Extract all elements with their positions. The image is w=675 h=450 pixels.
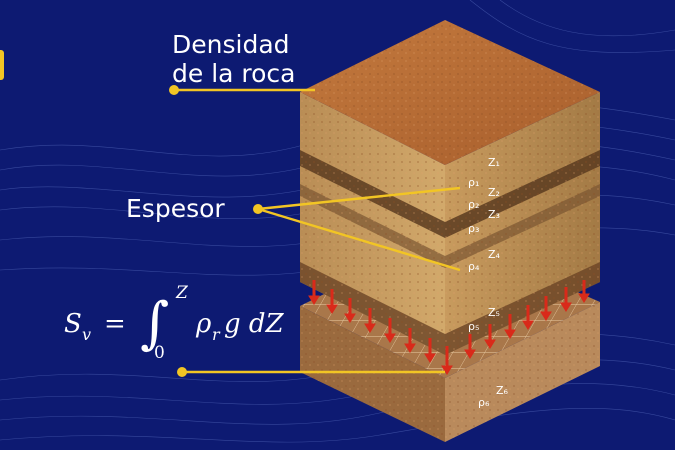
callout-dots <box>169 85 263 377</box>
layer-2-z: Z₂ <box>488 186 500 199</box>
integral-callout-dot <box>177 367 187 377</box>
formula-upper-limit: Z <box>175 283 189 303</box>
layer-3-rho: ρ₃ <box>468 222 479 235</box>
side-tab <box>0 50 4 80</box>
pressure-arrow <box>326 289 338 314</box>
layer-1-z: Z₁ <box>488 156 500 169</box>
layer-2-rho: ρ₂ <box>468 198 479 211</box>
layer-6-rho: ρ₆ <box>478 396 490 409</box>
pressure-arrow <box>484 324 496 349</box>
upper-rock-block <box>300 20 600 355</box>
pressure-arrow <box>424 338 436 363</box>
thickness-label: Espesor <box>126 194 225 223</box>
layer-4-rho: ρ₄ <box>468 260 480 273</box>
layer-labels: ρ₁ Z₁ ρ₂ Z₂ ρ₃ Z₃ ρ₄ Z₄ ρ₅ Z₅ ρ₆ Z₆ <box>468 156 509 409</box>
pressure-arrow <box>344 298 356 323</box>
density-label: Densidad de la roca <box>172 30 296 88</box>
thickness-callout-dot <box>253 204 263 214</box>
pressure-arrow <box>540 296 552 321</box>
callout-lines <box>174 88 461 374</box>
thickness-callout-line-1 <box>257 186 461 211</box>
formula-integrand-sub: r <box>212 325 221 344</box>
formula-integral-sign: ∫ <box>140 291 169 356</box>
layer-5-z: Z₅ <box>488 306 500 319</box>
layer-6-z: Z₆ <box>496 384 509 397</box>
thickness-callout-line-2 <box>257 207 461 272</box>
formula: S v = ∫ Z 0 ρ r g dZ <box>64 283 285 363</box>
pressure-arrow <box>522 305 534 330</box>
pressure-arrow <box>384 318 396 343</box>
pressure-arrow <box>441 346 453 375</box>
layer-5-rho: ρ₅ <box>468 320 479 333</box>
pressure-arrow <box>464 334 476 359</box>
formula-lhs-sub: v <box>82 325 91 344</box>
formula-lower-limit: 0 <box>154 343 165 363</box>
pressure-arrow <box>364 308 376 333</box>
pressure-arrow <box>578 280 590 303</box>
layer-3-z: Z₃ <box>488 208 500 221</box>
formula-rest: g dZ <box>224 309 285 339</box>
pressure-arrows <box>308 280 590 375</box>
formula-equals: = <box>104 309 126 339</box>
pressure-arrow <box>404 328 416 353</box>
layer-1-rho: ρ₁ <box>468 176 479 189</box>
density-callout-dot <box>169 85 179 95</box>
layer-4-z: Z₄ <box>488 248 501 261</box>
density-label-line-2: de la roca <box>172 59 296 88</box>
formula-integrand: ρ <box>195 309 212 339</box>
pressure-arrow <box>560 287 572 312</box>
density-label-line-1: Densidad <box>172 30 290 59</box>
pressure-arrow <box>308 280 320 305</box>
formula-lhs: S <box>64 309 82 339</box>
pressure-arrow <box>504 314 516 339</box>
